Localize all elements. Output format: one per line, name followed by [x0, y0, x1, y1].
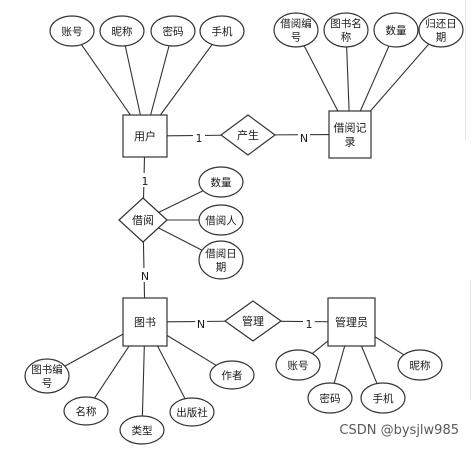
entity-borrow-record	[328, 110, 372, 159]
attribute-label: 名称	[76, 405, 97, 418]
connector-line	[374, 336, 405, 356]
attribute-user-account	[49, 15, 95, 47]
cardinality-backdrop	[139, 268, 151, 282]
attribute-label: 出版社	[176, 406, 208, 419]
attribute-rec-bookname	[323, 12, 369, 48]
connector-line	[157, 345, 186, 399]
attribute-label: 数量	[211, 176, 232, 189]
attribute-admin-account	[275, 349, 321, 381]
connector-line	[360, 345, 378, 384]
entity-user	[122, 114, 168, 158]
relationship-produce	[219, 114, 277, 156]
cardinality-backdrop	[139, 173, 151, 187]
attribute-label: 账号	[288, 360, 309, 372]
cardinality-backdrop	[298, 130, 310, 144]
relationship-borrow	[118, 197, 168, 243]
entity-label: 图书	[134, 316, 156, 329]
entity-label: 管理员	[335, 315, 368, 329]
connector-line	[158, 190, 204, 213]
attribute-rec-id	[273, 12, 319, 48]
attribute-br-date	[198, 240, 244, 280]
attribute-label: 归还日期	[425, 17, 457, 43]
attribute-label: 图书名称	[330, 17, 362, 43]
cardinality-label: N	[141, 270, 149, 283]
attribute-book-publisher	[169, 397, 215, 427]
attribute-label: 密码	[163, 25, 184, 38]
connector-line	[64, 333, 124, 367]
watermark: CSDN @bysjlw985	[339, 423, 459, 438]
attribute-label: 昵称	[112, 25, 133, 38]
connector-line	[359, 45, 390, 112]
attribute-br-qty	[198, 166, 244, 198]
page-edge-line	[470, 280, 471, 400]
entity-book	[122, 297, 168, 347]
cardinality-backdrop	[303, 316, 315, 330]
relationship-manage	[223, 300, 283, 342]
attribute-label: 手机	[212, 25, 233, 38]
attribute-user-password	[150, 15, 196, 47]
attribute-label: 借阅日期	[205, 247, 237, 274]
attribute-label: 手机	[373, 392, 394, 405]
attribute-label: 昵称	[410, 359, 431, 372]
attribute-label: 图书编号	[31, 363, 63, 390]
cardinality-label: N	[300, 132, 308, 145]
relationship-label: 借阅	[132, 214, 154, 227]
attribute-label: 作者	[222, 370, 243, 382]
connector-line	[124, 45, 141, 116]
cardinality-backdrop	[193, 130, 205, 144]
cardinality-backdrop	[195, 316, 207, 330]
attribute-book-id	[24, 358, 70, 394]
cardinality-label: 1	[306, 318, 313, 331]
cardinality-label: 1	[196, 132, 203, 145]
relationship-label: 产生	[237, 128, 259, 142]
connector-line	[141, 345, 145, 417]
attribute-label: 数量	[386, 24, 407, 37]
connector-line	[311, 340, 329, 354]
attribute-book-name	[63, 396, 109, 426]
attribute-admin-nickname	[397, 349, 443, 381]
attribute-br-person	[198, 204, 244, 236]
attribute-admin-phone	[360, 382, 406, 414]
entity-admin	[327, 297, 376, 347]
attribute-label: 账号	[62, 26, 83, 38]
connector-line	[80, 44, 131, 116]
connector-line	[303, 45, 339, 112]
connector-line	[94, 345, 130, 399]
cardinality-label: N	[197, 318, 205, 331]
attribute-user-nickname	[99, 15, 145, 47]
page-edge-line	[465, 0, 466, 140]
attribute-book-author	[209, 360, 255, 390]
connector-line	[333, 345, 346, 384]
relationship-label: 管理	[242, 314, 264, 328]
entity-label: 借阅记录	[334, 121, 367, 148]
attribute-rec-return	[418, 12, 464, 48]
attribute-label: 类型	[132, 424, 153, 437]
connector-line	[158, 227, 203, 251]
attribute-book-type	[119, 415, 165, 445]
connector-line	[166, 334, 217, 366]
entity-label: 用户	[134, 129, 156, 143]
connector-line	[370, 43, 430, 112]
attribute-rec-qty	[373, 12, 419, 48]
connector-line	[346, 46, 350, 112]
cardinality-label: 1	[142, 175, 149, 188]
attribute-label: 借阅人	[205, 214, 237, 227]
attribute-user-phone	[199, 15, 245, 47]
connector-line	[150, 45, 170, 116]
attribute-label: 密码	[320, 392, 341, 405]
connector-line	[159, 44, 213, 116]
attribute-admin-password	[307, 382, 353, 414]
attribute-label: 借阅编号	[280, 17, 312, 43]
